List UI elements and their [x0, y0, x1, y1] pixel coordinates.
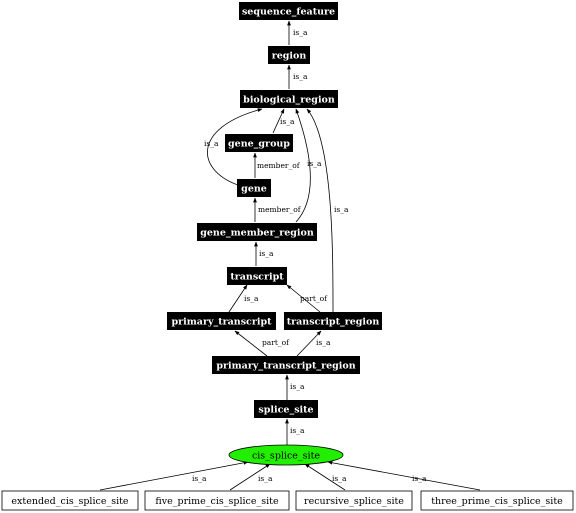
node-label: splice_site [258, 405, 313, 416]
node-label: transcript [230, 272, 284, 283]
edge-ptr-primary-transcript [234, 330, 268, 357]
edge-primary-transcript-transcript [228, 284, 248, 313]
edge-label-ptr-primary-transcript: part_of [262, 338, 290, 347]
edge-transcript-region-biological-region [306, 108, 334, 313]
node-primary-transcript[interactable]: primary_transcript [167, 312, 276, 330]
node-label: cis_splice_site [252, 451, 320, 462]
node-label: primary_transcript_region [216, 361, 355, 372]
edge-ptr-transcript-region [296, 330, 322, 357]
node-label: sequence_feature [242, 7, 335, 18]
node-label: region [272, 51, 307, 62]
node-splice-site[interactable]: splice_site [254, 400, 318, 418]
node-label: gene [241, 184, 267, 195]
edge-label-biological-region-region: is_a [293, 72, 308, 81]
node-label: transcript_region [287, 317, 380, 328]
edge-label-transcript-gene-member-region: is_a [259, 249, 274, 258]
edge-five-prime-cis [229, 463, 271, 491]
node-transcript[interactable]: transcript [227, 267, 287, 285]
edge-label-cis-splice-site: is_a [290, 426, 305, 435]
node-sequence-feature[interactable]: sequence_feature [239, 2, 338, 20]
node-label: recursive_splice_site [304, 496, 404, 507]
edge-label-gene-biological-region: is_a [204, 139, 219, 148]
node-recursive-splice-site[interactable]: recursive_splice_site [295, 490, 413, 511]
edge-three-prime-cis [327, 460, 481, 491]
edge-label-gene-gene-group: member_of [257, 161, 301, 170]
node-label: three_prime_cis_splice_site [431, 496, 563, 507]
node-label: extended_cis_splice_site [11, 496, 129, 507]
node-biological-region[interactable]: biological_region [240, 90, 338, 108]
edge-label-ptr-transcript-region: is_a [316, 338, 331, 347]
edge-label-three-prime-cis: is_a [412, 474, 427, 483]
edge-label-transcript-region-transcript: part_of [300, 294, 328, 303]
node-three-prime-cis-splice-site[interactable]: three_prime_cis_splice_site [420, 490, 574, 511]
node-region[interactable]: region [268, 46, 310, 64]
node-gene-member-region[interactable]: gene_member_region [197, 223, 317, 241]
edge-label-region-sequence-feature: is_a [293, 28, 308, 37]
node-five-prime-cis-splice-site[interactable]: five_prime_cis_splice_site [144, 490, 290, 511]
edge-label-transcript-region-biological-region: is_a [334, 205, 349, 214]
node-label: biological_region [243, 95, 335, 106]
node-label: primary_transcript [172, 317, 273, 328]
edge-gene-group-biological-region [272, 108, 285, 134]
node-label: five_prime_cis_splice_site [155, 496, 279, 507]
edge-label-five-prime-cis: is_a [258, 474, 273, 483]
edges: is_a is_a is_a is_a member_of is_a membe… [99, 20, 481, 491]
edge-label-primary-transcript-transcript: is_a [244, 294, 259, 303]
edge-label-splice-site-ptr: is_a [290, 382, 305, 391]
node-extended-cis-splice-site[interactable]: extended_cis_splice_site [1, 490, 139, 511]
node-primary-transcript-region[interactable]: primary_transcript_region [212, 356, 360, 374]
edge-extended-cis [99, 460, 249, 491]
node-label: gene_group [228, 139, 290, 150]
edge-label-extended-cis: is_a [192, 474, 207, 483]
node-gene[interactable]: gene [237, 179, 271, 197]
edge-gene-biological-region [207, 108, 263, 187]
edge-label-gene-member-region-gene: member_of [258, 205, 302, 214]
node-gene-group[interactable]: gene_group [225, 134, 293, 152]
node-transcript-region[interactable]: transcript_region [284, 312, 382, 330]
edge-label-gene-group-biological-region: is_a [280, 117, 295, 126]
node-label: gene_member_region [200, 228, 314, 239]
edge-gene-member-region-biological-region [295, 108, 311, 223]
edge-transcript-region-transcript [286, 284, 321, 313]
edge-label-recursive-cis: is_a [332, 474, 347, 483]
node-cis-splice-site[interactable]: cis_splice_site [228, 444, 344, 466]
edge-recursive-cis [304, 463, 346, 491]
edge-label-gene-member-region-biological-region: is_a [307, 159, 322, 168]
